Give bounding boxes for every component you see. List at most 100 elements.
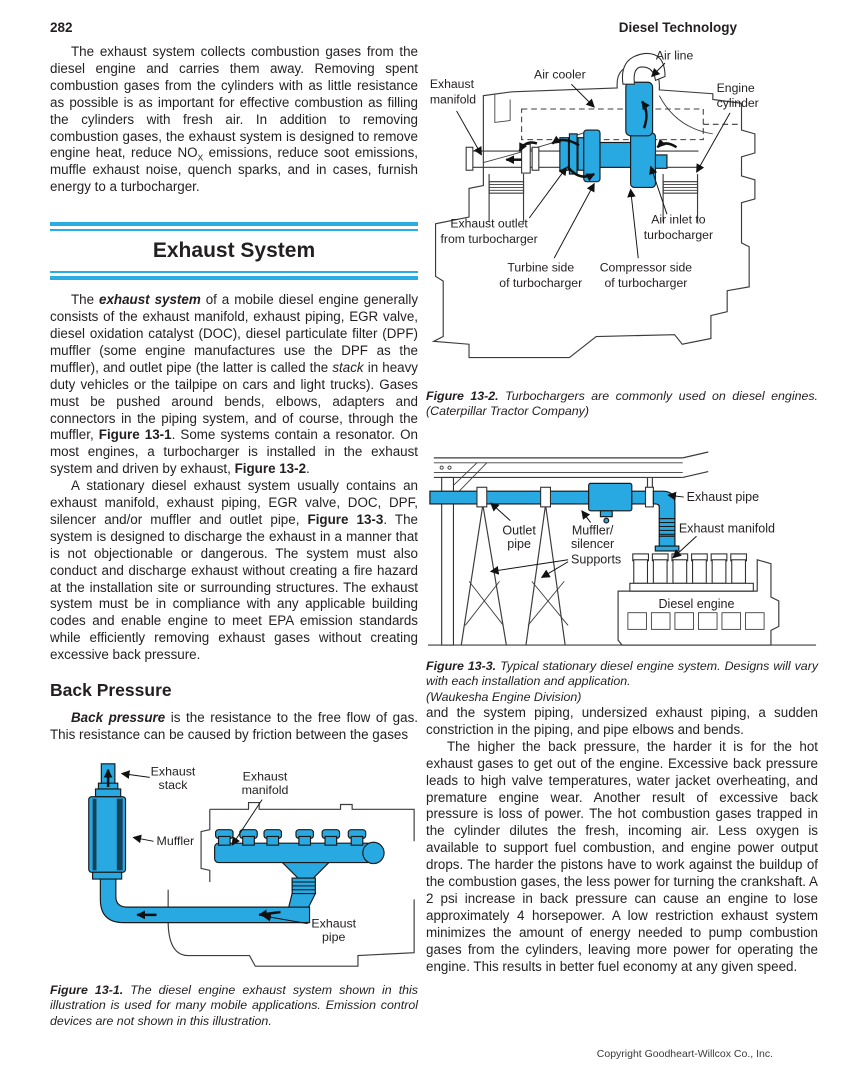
rule-thick-bottom <box>50 276 418 281</box>
paragraph-text: A stationary diesel exhaust system usual… <box>50 478 418 527</box>
rule-thin-top <box>50 229 418 232</box>
caption-label: Figure 13-1. <box>50 982 124 997</box>
engine-outline <box>431 64 756 359</box>
key-term: exhaust system <box>99 292 201 308</box>
paragraph-back-pressure: Back pressure is the resistance to the f… <box>50 710 418 744</box>
exhaust-manifold-ports <box>629 553 754 592</box>
figure-13-3-caption: Figure 13-3. Typical stationary diesel e… <box>426 659 818 705</box>
label-exhaust-manifold: Exhaust <box>430 77 475 91</box>
outlet-pipe <box>429 490 590 505</box>
figure-13-1-diagram: Exhaust stack Exhaust manifold Muffler E… <box>88 763 415 967</box>
section-heading: Exhaust System <box>152 239 316 263</box>
svg-text:manifold: manifold <box>430 92 476 106</box>
label-supports: Supports <box>571 553 621 567</box>
a-frame-supports <box>460 486 569 645</box>
label-exhaust-pipe: Exhaust <box>311 916 356 930</box>
paragraph-continued: and the system piping, undersized exhaus… <box>426 705 818 737</box>
figure-reference: Figure 13-1 <box>98 427 172 443</box>
label-exhaust-manifold: Exhaust manifold <box>679 521 775 535</box>
air-inlet-duct <box>625 81 654 137</box>
y-collector <box>281 861 331 879</box>
compressor-housing <box>630 132 657 188</box>
label-muffler: Muffler <box>157 834 195 848</box>
figure-reference: Figure 13-2 <box>234 461 307 477</box>
svg-text:pipe: pipe <box>507 537 531 551</box>
caption-label: Figure 13-3. <box>426 658 497 673</box>
label-exhaust-stack: Exhaust <box>151 764 196 778</box>
paragraph-exhaust-system: The exhaust system of a mobile diesel en… <box>50 292 418 478</box>
svg-text:from turbocharger: from turbocharger <box>441 232 538 246</box>
paragraph-higher-pressure: The higher the back pressure, the harder… <box>426 738 818 974</box>
label-compressor-side: Compressor side <box>600 261 693 275</box>
ceiling-beam <box>433 451 709 478</box>
muffler <box>88 763 127 880</box>
paragraph-text: of a mobile diesel engine generally cons… <box>50 292 419 375</box>
figure-13-2-caption: Figure 13-2. Turbochargers are commonly … <box>426 389 818 420</box>
svg-text:stack: stack <box>159 778 189 792</box>
label-diesel-engine: Diesel engine <box>659 597 735 611</box>
figure-labels: Outlet pipe Muffler/ silencer Exhaust pi… <box>489 490 775 611</box>
svg-text:silencer: silencer <box>571 537 614 551</box>
engine-outline <box>167 801 415 967</box>
exhaust-pipe-elbow <box>631 486 680 552</box>
subsection-heading: Back Pressure <box>50 680 172 701</box>
center-housing <box>599 141 632 168</box>
paragraph-text: . Some systems contain a resonator. On m… <box>50 427 418 477</box>
copyright-notice: Copyright Goodheart-Willcox Co., Inc. <box>596 1048 773 1060</box>
label-air-cooler: Air cooler <box>534 67 586 81</box>
paragraph-text: in heavy duty vehicles or the tailpipe o… <box>50 359 418 443</box>
label-exhaust-manifold: Exhaust <box>243 769 288 783</box>
paragraph-stationary: A stationary diesel exhaust system usual… <box>50 478 418 664</box>
figure-13-3-diagram: Outlet pipe Muffler/ silencer Exhaust pi… <box>427 451 817 646</box>
engine-base-openings <box>627 612 765 630</box>
paragraph-text: emissions, reduce soot emissions, muffle… <box>50 145 419 195</box>
figure-labels: Exhaust manifold Air cooler Air line Eng… <box>430 48 759 290</box>
muffler-silencer <box>588 482 633 524</box>
right-column: Exhaust manifold Air cooler Air line Eng… <box>426 40 818 976</box>
figure-13-1-caption: Figure 13-1. The diesel engine exhaust s… <box>50 983 418 1029</box>
paragraph-text: is the resistance to the free flow of ga… <box>50 710 418 742</box>
flex-joint <box>291 877 316 895</box>
exhaust-manifold <box>214 828 385 910</box>
caption-text: The diesel engine exhaust system shown i… <box>50 982 418 1028</box>
exhaust-pipe <box>99 877 311 924</box>
svg-text:of turbocharger: of turbocharger <box>499 276 582 290</box>
paragraph-text: The exhaust system collects combustion g… <box>50 44 418 161</box>
paragraph-text: . <box>306 461 310 477</box>
paragraph-text: . The system is designed to discharge th… <box>50 511 418 663</box>
label-air-inlet: Air inlet to <box>651 213 706 227</box>
section-heading-box: Exhaust System <box>50 222 418 281</box>
svg-text:cylinder: cylinder <box>717 96 759 110</box>
label-exhaust-outlet: Exhaust outlet <box>450 217 528 231</box>
figure-labels: Exhaust stack Exhaust manifold Muffler E… <box>120 764 357 944</box>
exhaust-outlet-ribs <box>559 137 570 171</box>
air-line-elbow <box>621 52 666 85</box>
nox-term: NO <box>177 145 198 161</box>
running-header: Diesel Technology <box>618 20 737 35</box>
key-term: Back pressure <box>71 710 166 726</box>
figure-13-2-diagram: Exhaust manifold Air cooler Air line Eng… <box>430 48 759 359</box>
label-air-line: Air line <box>656 48 694 62</box>
caption-label: Figure 13-2. <box>426 389 499 403</box>
label-turbine-side: Turbine side <box>507 261 574 275</box>
right-cylinder <box>662 174 699 222</box>
svg-text:pipe: pipe <box>322 930 346 944</box>
flow-arrows <box>505 100 678 182</box>
svg-text:of turbocharger: of turbocharger <box>604 276 687 290</box>
nox-subscript: X <box>197 153 204 164</box>
label-outlet-pipe: Outlet <box>502 523 536 537</box>
label-engine-cylinder: Engine <box>717 81 755 95</box>
label-exhaust-pipe: Exhaust pipe <box>687 490 759 504</box>
svg-text:turbocharger: turbocharger <box>644 228 713 242</box>
manifold-ports <box>215 828 367 846</box>
flex-coupling <box>658 517 676 537</box>
caption-credit: (Waukesha Engine Division) <box>426 689 582 704</box>
diesel-engine <box>617 553 780 646</box>
caption-text: Typical stationary diesel engine system.… <box>426 658 819 689</box>
caption-text: Turbochargers are commonly used on diese… <box>426 389 818 419</box>
rule-thin-bottom <box>50 271 418 274</box>
paragraph-intro: The exhaust system collects combustion g… <box>50 44 418 196</box>
paragraph-text: The <box>71 292 100 308</box>
svg-text:manifold: manifold <box>242 783 289 797</box>
